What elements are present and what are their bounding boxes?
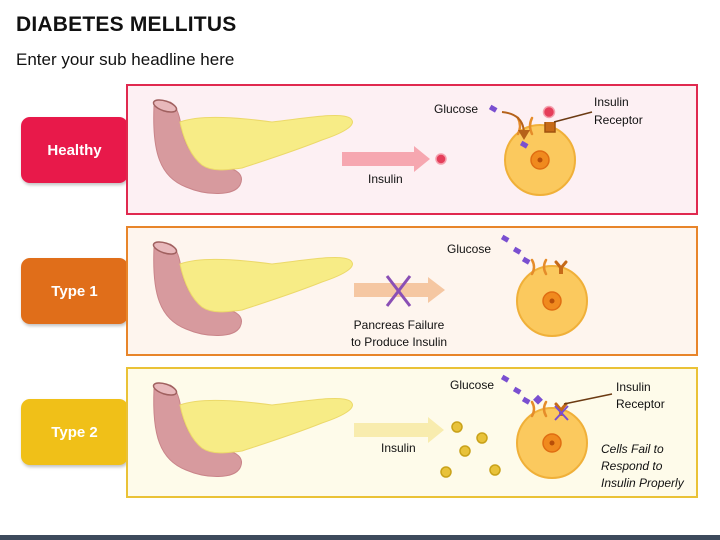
receptor-label-line1: Insulin — [594, 95, 629, 109]
panel-type-1: Glucose Pancreas Failure to Produce Insu… — [126, 226, 698, 356]
panel-healthy: Glucose Insulin Receptor Insulin — [126, 84, 698, 215]
type1-diagram — [152, 234, 588, 337]
insulin-molecule-icon — [440, 421, 501, 478]
insulin-label: Insulin — [368, 172, 403, 186]
glucose-molecule-icon — [500, 374, 543, 405]
receptor-label-line2: Receptor — [616, 397, 665, 411]
insulin-receptor-icon — [554, 260, 568, 274]
tag-healthy: Healthy — [21, 117, 128, 183]
receptor-label-line1: Insulin — [616, 380, 651, 394]
pancreas-icon — [152, 382, 353, 477]
cell-icon — [516, 265, 588, 337]
insulin-molecule-icon — [435, 153, 447, 165]
tag-type-1-label: Type 1 — [51, 282, 98, 300]
insulin-arrow — [342, 146, 430, 172]
note-line1: Cells Fail to — [601, 442, 664, 456]
insulin-label: Insulin — [381, 441, 416, 455]
glucose-molecule-icon — [488, 104, 529, 149]
glucose-label: Glucose — [447, 242, 492, 256]
failure-label-line2: to Produce Insulin — [350, 335, 448, 349]
glucose-transporter-icon — [530, 258, 548, 276]
panel-type-2: Glucose Insulin Receptor Insulin Cells F… — [126, 367, 698, 498]
glucose-transporter-icon — [530, 400, 548, 418]
cell-icon — [504, 124, 576, 196]
pancreas-icon — [152, 241, 353, 336]
page-subtitle: Enter your sub headline here — [16, 50, 235, 69]
note-line2: Respond to — [601, 459, 663, 473]
tag-healthy-label: Healthy — [47, 141, 102, 159]
glucose-molecule-icon — [500, 234, 531, 265]
healthy-diagram — [152, 99, 593, 196]
tag-type-2-label: Type 2 — [51, 423, 98, 441]
type2-diagram — [152, 374, 613, 479]
note-line3: Insulin Properly — [601, 476, 684, 490]
receptor-label-line2: Receptor — [594, 113, 643, 127]
tag-type-2: Type 2 — [21, 399, 128, 465]
insulin-receptor-icon — [542, 105, 593, 133]
failure-label-line1: Pancreas Failure — [353, 318, 445, 332]
glucose-uptake-arrow — [501, 111, 530, 140]
tag-type-1: Type 1 — [21, 258, 128, 324]
insulin-receptor-icon — [554, 393, 613, 421]
insulin-arrow — [354, 417, 444, 443]
failed-insulin-arrow — [354, 275, 445, 307]
cell-icon — [516, 407, 588, 479]
pancreas-icon — [152, 99, 353, 194]
page-title: DIABETES MELLITUS — [16, 13, 237, 36]
glucose-label: Glucose — [434, 102, 479, 116]
glucose-label: Glucose — [450, 378, 495, 392]
footer-bar — [0, 535, 720, 540]
